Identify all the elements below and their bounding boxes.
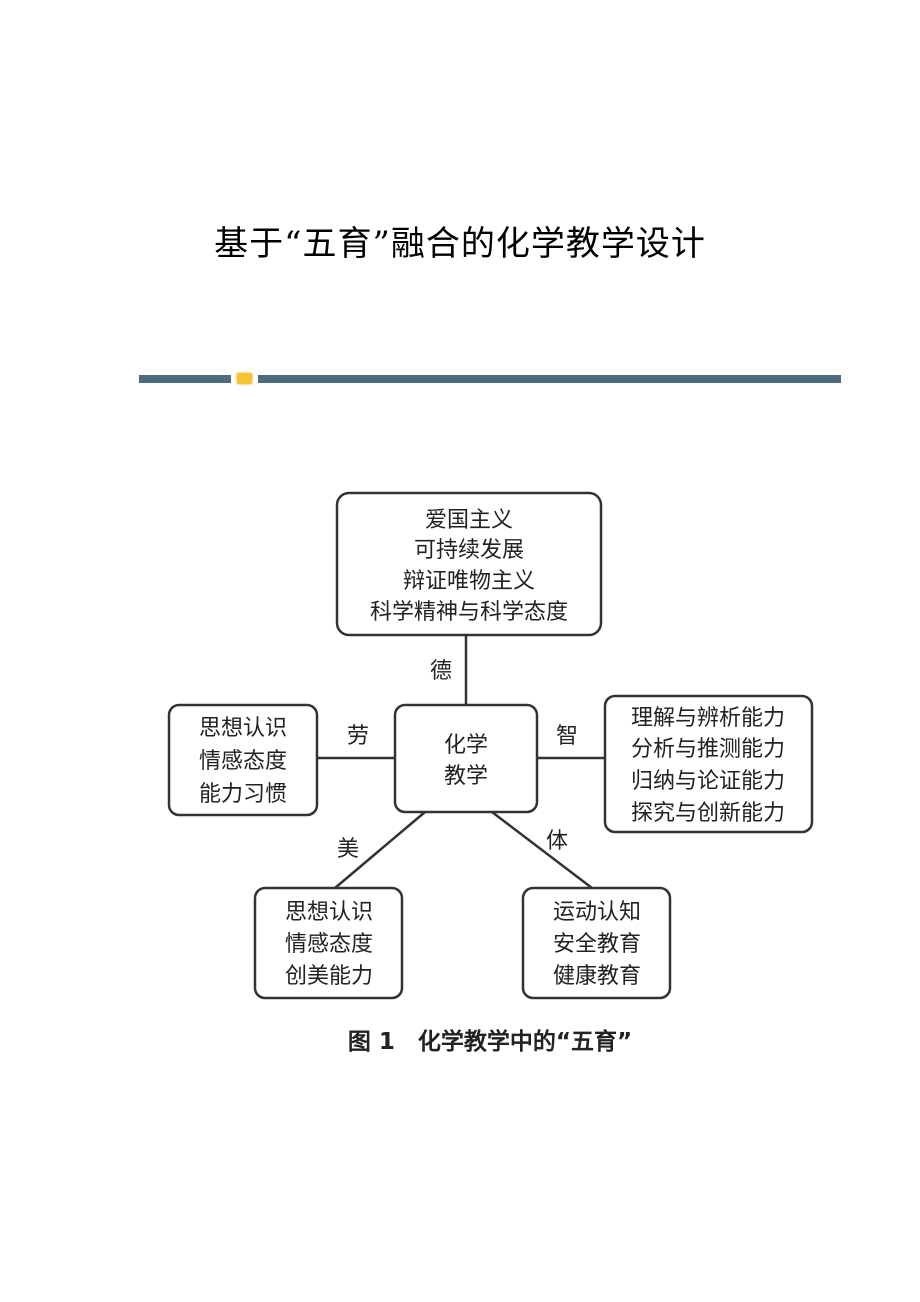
label-de: 德 bbox=[430, 659, 452, 684]
zhi-item: 理解与辨析能力 bbox=[631, 706, 785, 731]
center-line: 教学 bbox=[444, 764, 488, 789]
divider-left bbox=[139, 375, 231, 383]
de-item: 科学精神与科学态度 bbox=[370, 600, 568, 625]
ti-item: 安全教育 bbox=[553, 932, 641, 957]
box-center bbox=[393, 703, 539, 814]
box-lao bbox=[167, 703, 319, 817]
lao-item: 情感态度 bbox=[199, 749, 287, 774]
center-line: 化学 bbox=[444, 733, 488, 758]
box-ti bbox=[521, 886, 672, 1000]
label-lao: 劳 bbox=[347, 724, 369, 749]
mei-item: 思想认识 bbox=[285, 900, 373, 925]
connector-ti bbox=[491, 811, 593, 889]
de-item: 辩证唯物主义 bbox=[403, 569, 535, 594]
mei-item: 创美能力 bbox=[285, 964, 373, 989]
box-mei bbox=[253, 886, 404, 1000]
ti-item: 运动认知 bbox=[553, 900, 641, 925]
figure-caption: 图 1 化学教学中的“五育” bbox=[348, 1028, 632, 1055]
mei-item: 情感态度 bbox=[285, 932, 373, 957]
divider-badge-icon bbox=[237, 373, 252, 384]
de-item: 可持续发展 bbox=[414, 538, 524, 563]
lao-item: 思想认识 bbox=[199, 716, 287, 741]
box-zhi bbox=[603, 694, 814, 834]
label-ti: 体 bbox=[546, 829, 568, 854]
label-zhi: 智 bbox=[556, 724, 578, 749]
connector-mei bbox=[334, 811, 426, 889]
zhi-item: 分析与推测能力 bbox=[631, 737, 785, 762]
ti-item: 健康教育 bbox=[553, 964, 641, 989]
de-item: 爱国主义 bbox=[425, 508, 513, 533]
lao-item: 能力习惯 bbox=[199, 782, 287, 807]
label-mei: 美 bbox=[337, 837, 359, 862]
zhi-item: 归纳与论证能力 bbox=[631, 769, 785, 794]
zhi-item: 探究与创新能力 bbox=[631, 801, 785, 826]
box-de bbox=[335, 491, 603, 637]
divider-right bbox=[258, 375, 841, 383]
document-title: 基于“五育”融合的化学教学设计 bbox=[214, 224, 706, 264]
